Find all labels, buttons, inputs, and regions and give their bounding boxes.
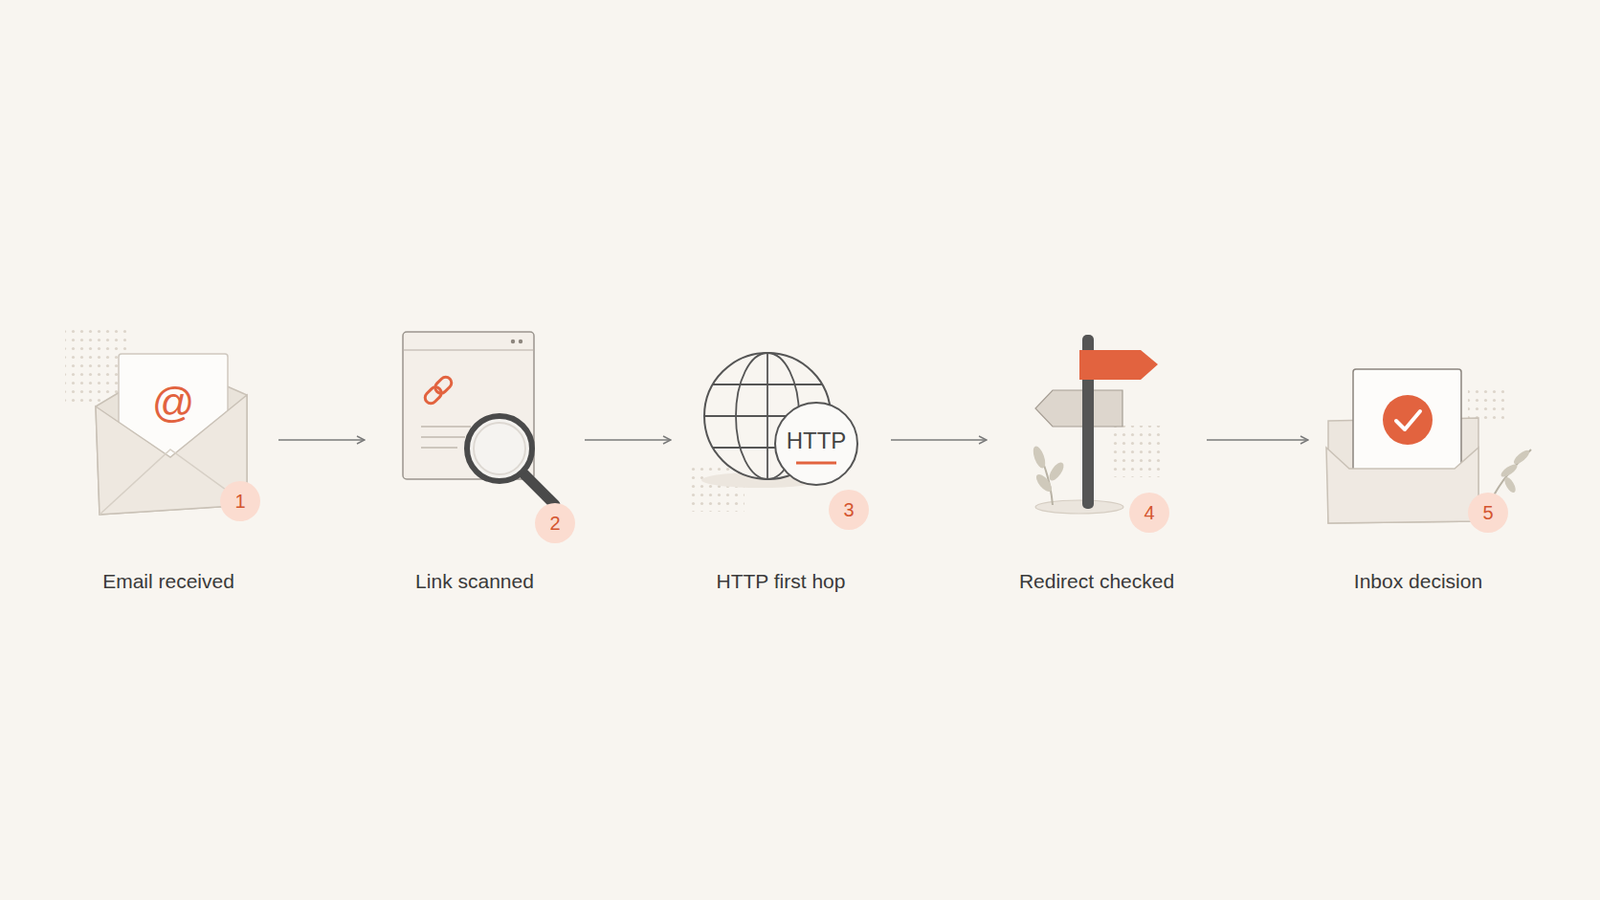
step-node: Inbox decision 5 bbox=[1308, 315, 1529, 595]
step-node: Redirect checked 4 bbox=[986, 315, 1207, 595]
protocol-text: HTTP bbox=[786, 429, 847, 453]
at-symbol: @ bbox=[152, 381, 196, 424]
step-node: Link scanned 2 bbox=[364, 315, 585, 595]
callout-number: 2 bbox=[549, 513, 560, 534]
step-number-badge: 3 bbox=[828, 489, 869, 531]
callout-number: 3 bbox=[843, 500, 854, 520]
signpost-icon bbox=[1030, 334, 1158, 514]
step-number-badge: 2 bbox=[534, 503, 576, 544]
step-label: HTTP first hop bbox=[670, 569, 891, 595]
step-number-badge: 5 bbox=[1467, 492, 1509, 534]
flow-arrow bbox=[1206, 439, 1309, 442]
step-label: Redirect checked bbox=[986, 569, 1207, 595]
callout-number: 4 bbox=[1143, 503, 1155, 523]
step-number-badge: 1 bbox=[220, 481, 261, 522]
step-label: Link scanned bbox=[364, 569, 585, 595]
step-number-badge: 4 bbox=[1129, 492, 1170, 534]
flow-arrow bbox=[278, 439, 365, 442]
step-node: Email received 1 bbox=[58, 315, 279, 595]
globe-icon bbox=[701, 353, 858, 489]
callout-number: 1 bbox=[234, 491, 245, 512]
link-scan-icon bbox=[402, 332, 556, 506]
dot-texture bbox=[1467, 386, 1505, 423]
step-label: Email received bbox=[58, 569, 279, 595]
step-node: HTTP first hop 3 bbox=[670, 315, 891, 595]
flow-arrow bbox=[584, 439, 671, 442]
flow-arrow bbox=[890, 439, 987, 442]
dot-texture bbox=[1110, 425, 1162, 478]
callout-number: 5 bbox=[1482, 503, 1493, 523]
step-label: Inbox decision bbox=[1308, 569, 1529, 595]
